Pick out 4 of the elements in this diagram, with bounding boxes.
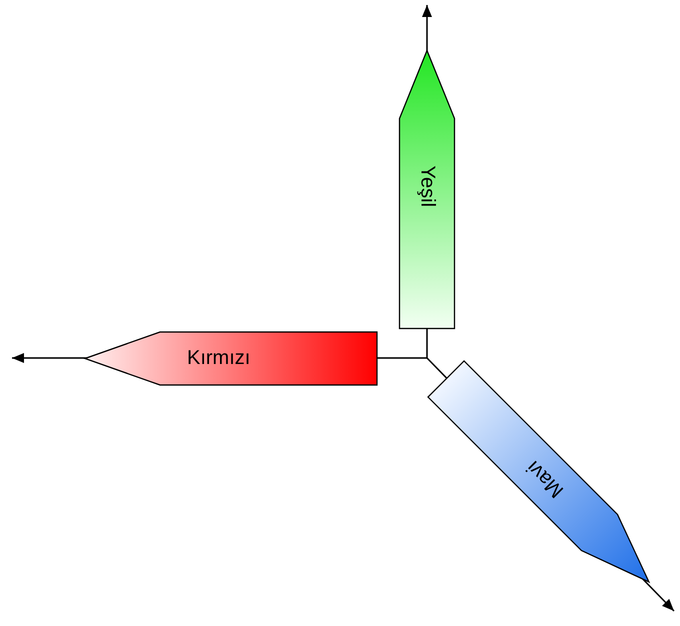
arrow-shape: [400, 50, 454, 328]
shape-label: Kırmızı: [187, 347, 250, 370]
shape-label: Yeşil: [416, 165, 438, 207]
arrow-shape: [85, 332, 377, 385]
